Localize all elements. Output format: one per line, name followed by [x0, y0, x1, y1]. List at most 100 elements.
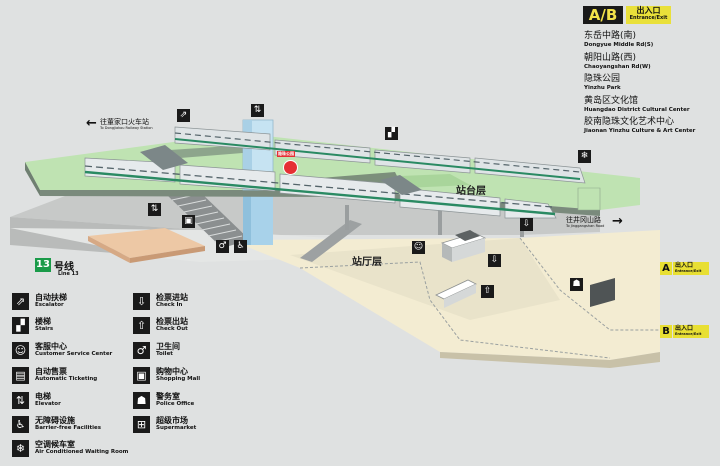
check-in-icon: ⇩ — [488, 254, 501, 267]
direction-west-cn: 往董家口火车站 — [100, 118, 149, 126]
line-13-en: Line 13 — [58, 271, 79, 277]
stairs-down — [168, 190, 250, 248]
escalator-icon: ⇗ — [177, 109, 190, 122]
check-in-icon: ⇩ — [520, 218, 533, 231]
legend-label-cn: 无障碍设施 — [35, 416, 75, 425]
gate-b-en: Entrance/Exit — [675, 332, 702, 336]
gate-a-en: Entrance/Exit — [675, 269, 702, 273]
ticket-machine-icon: ▤ — [12, 367, 29, 384]
check-out-icon: ⇧ — [481, 285, 494, 298]
destination-item: 朝阳山路(西) Chaoyangshan Rd(W) — [584, 53, 720, 71]
entrance-label-cn: 出入口 — [636, 6, 661, 15]
train-back — [174, 126, 586, 184]
legend-waiting-room: ❄ 空调候车室 Air Conditioned Waiting Room — [12, 439, 162, 461]
customer-service-icon: ☺ — [12, 342, 29, 359]
legend-label-en: Police Office — [156, 401, 195, 407]
entrance-label: 出入口 Entrance/Exit — [626, 6, 671, 24]
legend-label-en: Toilet — [156, 351, 173, 357]
legend-label-en: Barrier-free Facilities — [35, 425, 101, 431]
line-13-badge: 13 — [35, 258, 51, 272]
legend-label-en: Stairs — [35, 326, 54, 332]
destination-cn: 胶南隐珠文化艺术中心 — [584, 117, 675, 127]
legend-label-en: Escalator — [35, 302, 64, 308]
gate-b-cn: 出入口 — [675, 325, 694, 332]
destination-item: 胶南隐珠文化艺术中心 Jiaonan Yinzhu Culture & Art … — [584, 117, 720, 135]
stairs-icon: ▞ — [12, 317, 29, 334]
legend-label-en: Automatic Ticketing — [35, 376, 98, 382]
legend-elevator: ⇅ 电梯 Elevator — [12, 391, 137, 413]
legend-check-in: ⇩ 检票进站 Check In — [133, 292, 258, 314]
legend-label-en: Supermarket — [156, 425, 197, 431]
stairs-icon: ▞ — [385, 127, 398, 140]
legend-accessible: ♿ 无障碍设施 Barrier-free Facilities — [12, 415, 137, 437]
shopping-mall-icon: ▣ — [133, 367, 150, 384]
entrance-code-badge: A/B — [583, 6, 623, 24]
arrow-left-icon: ← — [86, 116, 97, 131]
legend-check-out: ⇧ 检票出站 Check Out — [133, 316, 258, 338]
legend-ticket-machine: ▤ 自动售票 Automatic Ticketing — [12, 366, 137, 388]
destination-item: 东岳中路(南) Dongyue Middle Rd(S) — [584, 31, 720, 49]
arrow-right-icon: → — [612, 214, 623, 229]
legend-label-cn: 楼梯 — [35, 317, 51, 326]
platform-level-label: 站台层 — [456, 186, 486, 197]
customer-service-icon: ☺ — [412, 241, 425, 254]
legend-label-en: Check In — [156, 302, 183, 308]
elevator-icon: ⇅ — [12, 392, 29, 409]
destination-item: 隐珠公园 Yinzhu Park — [584, 74, 720, 92]
destination-en: Huangdao District Cultural Center — [584, 107, 690, 113]
entrance-label-en: Entrance/Exit — [629, 15, 668, 21]
elevator-icon: ⇅ — [148, 203, 161, 216]
check-out-icon: ⇧ — [133, 317, 150, 334]
destination-en: Jiaonan Yinzhu Culture & Art Center — [584, 128, 696, 134]
direction-east: 往井冈山路 To Jinggangshan Road → — [566, 214, 623, 229]
direction-west: ← 往董家口火车站 To Dongjiakou Railway Station — [86, 116, 153, 131]
police-icon: ☗ — [133, 392, 150, 409]
snowflake-icon: ❄ — [578, 150, 591, 163]
concourse-level-label: 站厅层 — [352, 257, 382, 268]
legend-label-en: Air Conditioned Waiting Room — [35, 449, 129, 455]
legend-label-en: Elevator — [35, 401, 61, 407]
legend-toilet: ♂ 卫生间 Toilet — [133, 341, 258, 363]
direction-east-en: To Jinggangshan Road — [566, 224, 605, 228]
legend-label-cn: 客服中心 — [35, 342, 67, 351]
elevator-icon: ⇅ — [251, 104, 264, 117]
legend-label-cn: 卫生间 — [156, 342, 180, 351]
legend-customer-service: ☺ 客服中心 Customer Service Center — [12, 341, 137, 363]
legend-label-cn: 购物中心 — [156, 367, 188, 376]
accessible-icon: ♿ — [234, 240, 247, 253]
legend-label-cn: 自动扶梯 — [35, 293, 67, 302]
destination-en: Dongyue Middle Rd(S) — [584, 42, 654, 48]
destination-en: Yinzhu Park — [584, 85, 621, 91]
direction-west-en: To Dongjiakou Railway Station — [100, 126, 153, 130]
direction-east-cn: 往井冈山路 — [566, 216, 601, 224]
legend-label-cn: 警务室 — [156, 392, 180, 401]
legend-label-cn: 电梯 — [35, 392, 51, 401]
line-13-cn: 号线 — [54, 262, 74, 273]
legend-label-cn: 自动售票 — [35, 367, 67, 376]
poi-tag-yinzhu-park: 隐珠公园 — [277, 151, 295, 157]
destination-cn: 东岳中路(南) — [584, 31, 637, 41]
escalator-icon: ⇗ — [12, 293, 29, 310]
destination-cn: 隐珠公园 — [584, 74, 621, 84]
legend-label-cn: 检票进站 — [156, 293, 188, 302]
poi-marker[interactable] — [283, 160, 298, 175]
legend-supermarket: ⊞ 超级市场 Supermarket — [133, 415, 258, 437]
toilet-icon: ♂ — [216, 240, 229, 253]
check-in-icon: ⇩ — [133, 293, 150, 310]
destination-cn: 黄岛区文化馆 — [584, 96, 639, 106]
accessible-icon: ♿ — [12, 416, 29, 433]
gate-b-letter: B — [660, 325, 672, 338]
legend-label-cn: 空调候车室 — [35, 440, 75, 449]
legend-stairs: ▞ 楼梯 Stairs — [12, 316, 137, 338]
supermarket-icon: ⊞ — [133, 416, 150, 433]
gate-a-cn: 出入口 — [675, 262, 694, 269]
toilet-icon: ♂ — [133, 342, 150, 359]
gate-a-letter: A — [660, 262, 672, 275]
legend-label-en: Shopping Mall — [156, 376, 201, 382]
legend-shopping-mall: ▣ 购物中心 Shopping Mall — [133, 366, 258, 388]
train-front — [84, 157, 557, 219]
legend-escalator: ⇗ 自动扶梯 Escalator — [12, 292, 137, 314]
legend-label-cn: 超级市场 — [156, 416, 188, 425]
legend-label-en: Check Out — [156, 326, 188, 332]
legend-label-cn: 检票出站 — [156, 317, 188, 326]
